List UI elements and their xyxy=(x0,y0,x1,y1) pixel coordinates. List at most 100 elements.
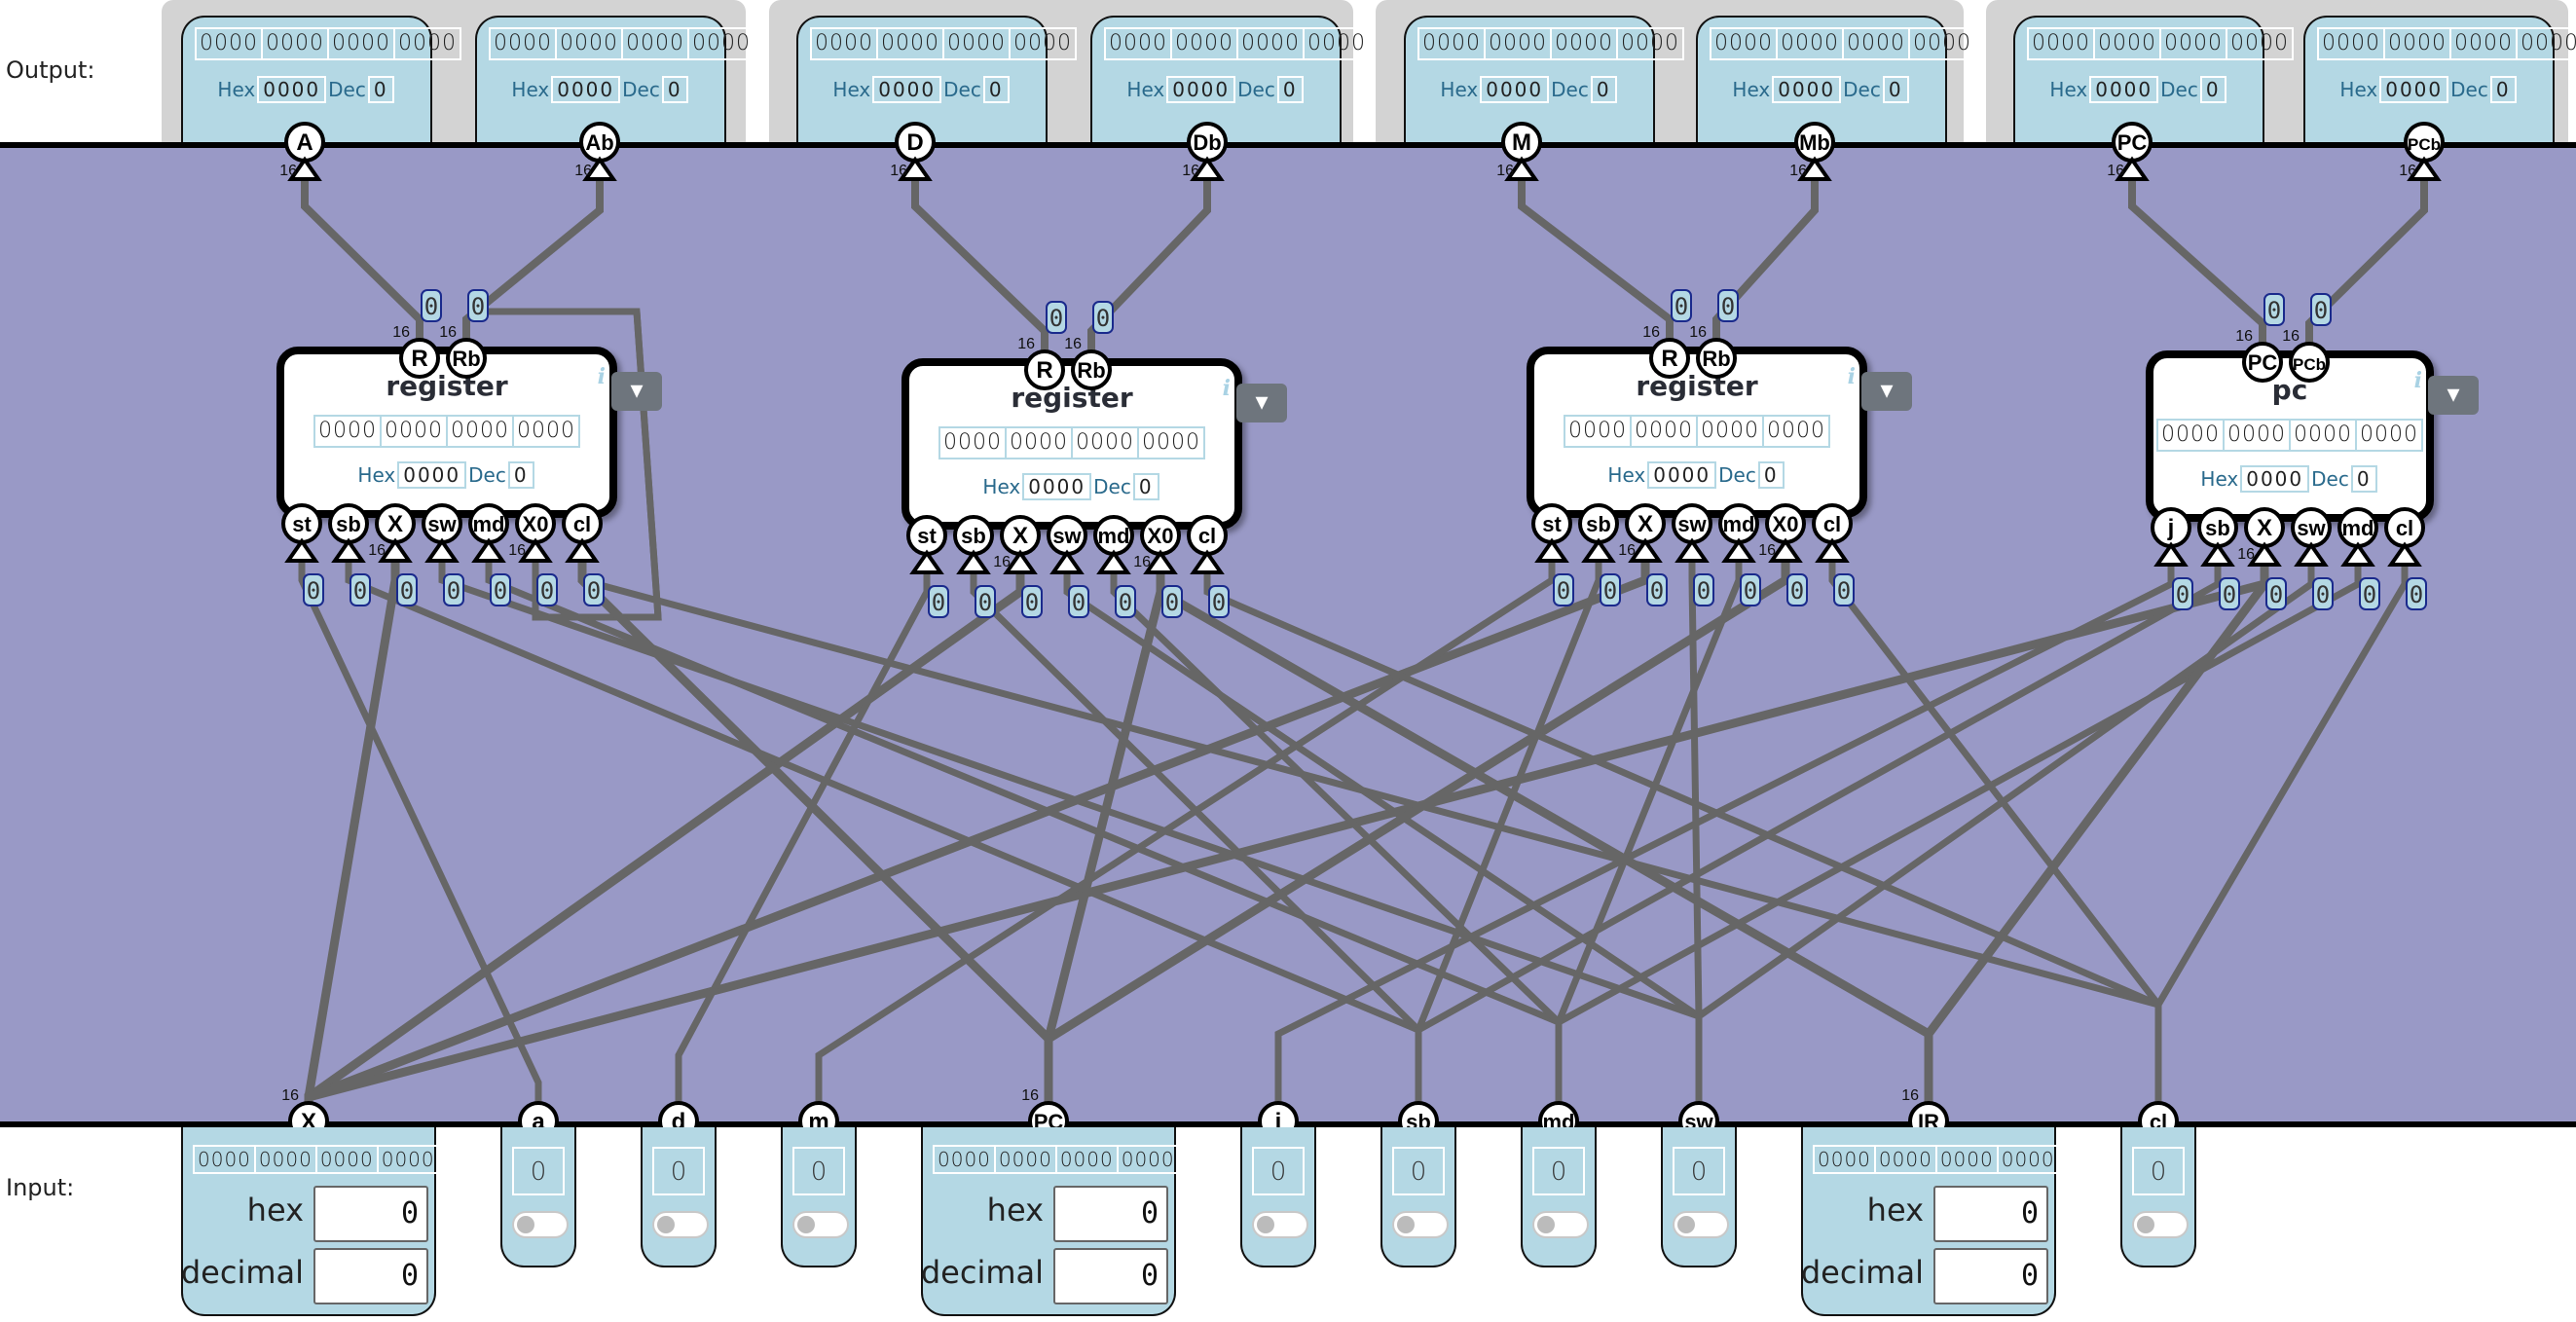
bit-nibble: 0000 xyxy=(1815,1147,1876,1172)
component-input-pin-X[interactable]: X xyxy=(375,503,416,544)
component-input-pin-sb[interactable]: sb xyxy=(1578,503,1619,544)
component-input-pin-X0[interactable]: X0 xyxy=(1765,503,1806,544)
toggle-switch[interactable] xyxy=(2132,1211,2189,1238)
pin-label: sw xyxy=(427,512,457,536)
component-output-pin-Rb[interactable]: Rb xyxy=(1696,338,1737,379)
decimal-input[interactable]: 0 xyxy=(1053,1248,1168,1304)
toggle-switch[interactable] xyxy=(512,1211,569,1238)
info-icon[interactable]: i xyxy=(1847,364,1856,389)
bit-nibble: 0000 xyxy=(812,29,878,58)
input-probe: 0 xyxy=(1068,585,1089,618)
output-pin-PC[interactable]: PC xyxy=(2112,122,2153,163)
component-input-pin-sb[interactable]: sb xyxy=(2197,507,2238,548)
component-input-pin-st[interactable]: st xyxy=(1531,503,1572,544)
pin-label: A xyxy=(296,129,313,156)
hex-input[interactable]: 0 xyxy=(1053,1186,1168,1242)
component-input-pin-cl[interactable]: cl xyxy=(2384,507,2425,548)
dec-value: 0 xyxy=(982,76,1010,103)
component-menu-button[interactable]: ▾ xyxy=(1236,384,1287,422)
output-pin-D[interactable]: D xyxy=(895,122,936,163)
component-input-pin-st[interactable]: st xyxy=(281,503,322,544)
component-input-pin-md[interactable]: md xyxy=(1093,515,1134,556)
bus-width-label: 16 xyxy=(1689,324,1707,341)
dec-value: 0 xyxy=(507,461,534,489)
decimal-input[interactable]: 0 xyxy=(1933,1248,2048,1304)
output-pin-A[interactable]: A xyxy=(284,122,325,163)
output-pin-M[interactable]: M xyxy=(1501,122,1542,163)
pin-label: Rb xyxy=(1702,347,1730,371)
bit-value: 0 xyxy=(792,1147,845,1195)
component-input-pin-md[interactable]: md xyxy=(468,503,509,544)
component-menu-button[interactable]: ▾ xyxy=(2428,376,2479,415)
component-input-pin-X[interactable]: X xyxy=(2244,507,2285,548)
component-input-pin-md[interactable]: md xyxy=(2337,507,2378,548)
toggle-switch[interactable] xyxy=(1252,1211,1308,1238)
bus-width-label: 16 xyxy=(1758,542,1776,559)
component-input-pin-j[interactable]: j xyxy=(2151,507,2191,548)
component-output-pin-Rb[interactable]: Rb xyxy=(1071,349,1112,390)
bus-width-label: 16 xyxy=(1789,163,1807,179)
component-input-pin-sw[interactable]: sw xyxy=(422,503,462,544)
input-probe: 0 xyxy=(443,573,464,606)
component-input-pin-cl[interactable]: cl xyxy=(562,503,603,544)
hex-input[interactable]: 0 xyxy=(1933,1186,2048,1242)
component-output-pin-PC[interactable]: PC xyxy=(2242,342,2283,383)
component-input-pin-st[interactable]: st xyxy=(906,515,947,556)
bit-nibble: 0000 xyxy=(2001,1148,2055,1171)
info-icon[interactable]: i xyxy=(2413,368,2422,393)
output-pin-Ab[interactable]: Ab xyxy=(579,122,620,163)
component-input-pin-X[interactable]: X xyxy=(1625,503,1666,544)
output-pin-PCb[interactable]: PCb xyxy=(2404,122,2445,163)
component-menu-button[interactable]: ▾ xyxy=(1861,372,1912,411)
component-input-pin-cl[interactable]: cl xyxy=(1812,503,1853,544)
component-menu-button[interactable]: ▾ xyxy=(611,372,662,411)
info-icon[interactable]: i xyxy=(1222,376,1231,401)
toggle-switch[interactable] xyxy=(792,1211,849,1238)
component-input-pin-sw[interactable]: sw xyxy=(2291,507,2332,548)
input-bit-j: 0 xyxy=(1240,1127,1316,1267)
component-input-pin-md[interactable]: md xyxy=(1718,503,1759,544)
pin-label: Db xyxy=(1193,130,1221,155)
component-output-pin-Rb[interactable]: Rb xyxy=(446,338,487,379)
input-arrow-icon xyxy=(471,537,506,563)
hex-label: Hex xyxy=(1126,78,1165,101)
pin-label: j xyxy=(2167,515,2175,541)
component-input-pin-X[interactable]: X xyxy=(1000,515,1041,556)
pin-label: R xyxy=(1661,346,1677,372)
component-input-pin-sw[interactable]: sw xyxy=(1047,515,1087,556)
output-pin-Mb[interactable]: Mb xyxy=(1794,122,1835,163)
toggle-switch[interactable] xyxy=(1673,1211,1729,1238)
component-input-pin-cl[interactable]: cl xyxy=(1187,515,1228,556)
component-input-pin-X0[interactable]: X0 xyxy=(515,503,556,544)
decimal-input[interactable]: 0 xyxy=(313,1248,428,1304)
pin-label: Ab xyxy=(585,130,613,155)
component-output-pin-R[interactable]: R xyxy=(1024,349,1065,390)
bit-nibble: 0000 xyxy=(1711,29,1778,58)
component-input-pin-sw[interactable]: sw xyxy=(1672,503,1712,544)
input-arrow-icon xyxy=(1815,537,1850,563)
toggle-switch[interactable] xyxy=(1532,1211,1589,1238)
hex-input[interactable]: 0 xyxy=(313,1186,428,1242)
output-pin-Db[interactable]: Db xyxy=(1187,122,1228,163)
wire[interactable] xyxy=(532,311,662,621)
info-icon[interactable]: i xyxy=(597,364,606,389)
component-output-pin-R[interactable]: R xyxy=(399,338,440,379)
toggle-switch[interactable] xyxy=(652,1211,709,1238)
component-output-pin-R[interactable]: R xyxy=(1649,338,1690,379)
toggle-switch[interactable] xyxy=(1392,1211,1449,1238)
probe-value: 0 xyxy=(1790,577,1804,605)
component-input-pin-sb[interactable]: sb xyxy=(953,515,994,556)
component-input-pin-X0[interactable]: X0 xyxy=(1140,515,1181,556)
bit-nibble: 0000 xyxy=(382,417,448,446)
component-output-pin-PCb[interactable]: PCb xyxy=(2289,342,2330,383)
component-input-pin-sb[interactable]: sb xyxy=(328,503,369,544)
input-probe: 0 xyxy=(2265,577,2287,610)
